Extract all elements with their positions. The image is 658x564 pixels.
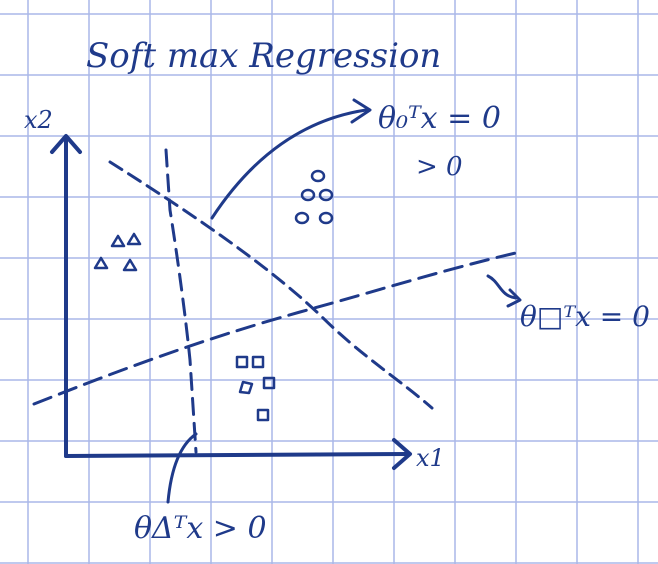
boundary-square-line (32, 250, 522, 406)
square-point (256, 408, 270, 422)
boundary-triangle-line (164, 148, 198, 454)
triangle-point (126, 232, 142, 246)
circle-point (310, 169, 326, 183)
square-boundary-label: θ□ᵀx = 0 (520, 300, 650, 333)
x1-axis (64, 438, 412, 470)
arrow-to-triangle-label (166, 432, 198, 504)
square-class-points (235, 355, 276, 422)
arrowhead-square (506, 288, 522, 308)
square-point (262, 376, 276, 390)
square-point (238, 380, 254, 395)
triangle-point (122, 258, 138, 272)
circle-point (300, 188, 316, 202)
circle-boundary-label: θ₀ᵀx = 0 (378, 101, 501, 136)
triangle-point (110, 234, 126, 248)
x2-axis-label: x2 (24, 106, 53, 134)
x1-axis-label: x1 (416, 444, 445, 472)
triangle-class-points (93, 232, 142, 272)
x2-axis (50, 134, 82, 458)
triangle-point (93, 256, 109, 270)
boundary-circle-line (108, 160, 434, 410)
circle-point (294, 211, 310, 225)
arrow-to-square-label (486, 274, 518, 300)
square-point (235, 355, 249, 369)
arrowhead-circle (350, 98, 372, 124)
circle-point (318, 211, 334, 225)
title-text: Soft max Regression (86, 36, 441, 76)
square-point (251, 355, 265, 369)
circle-point (318, 188, 334, 202)
triangle-boundary-label: θΔᵀx > 0 (134, 511, 267, 546)
arrow-to-circle-label (210, 108, 368, 220)
circle-class-points (294, 169, 334, 225)
region-positive-note: > 0 (416, 152, 463, 182)
